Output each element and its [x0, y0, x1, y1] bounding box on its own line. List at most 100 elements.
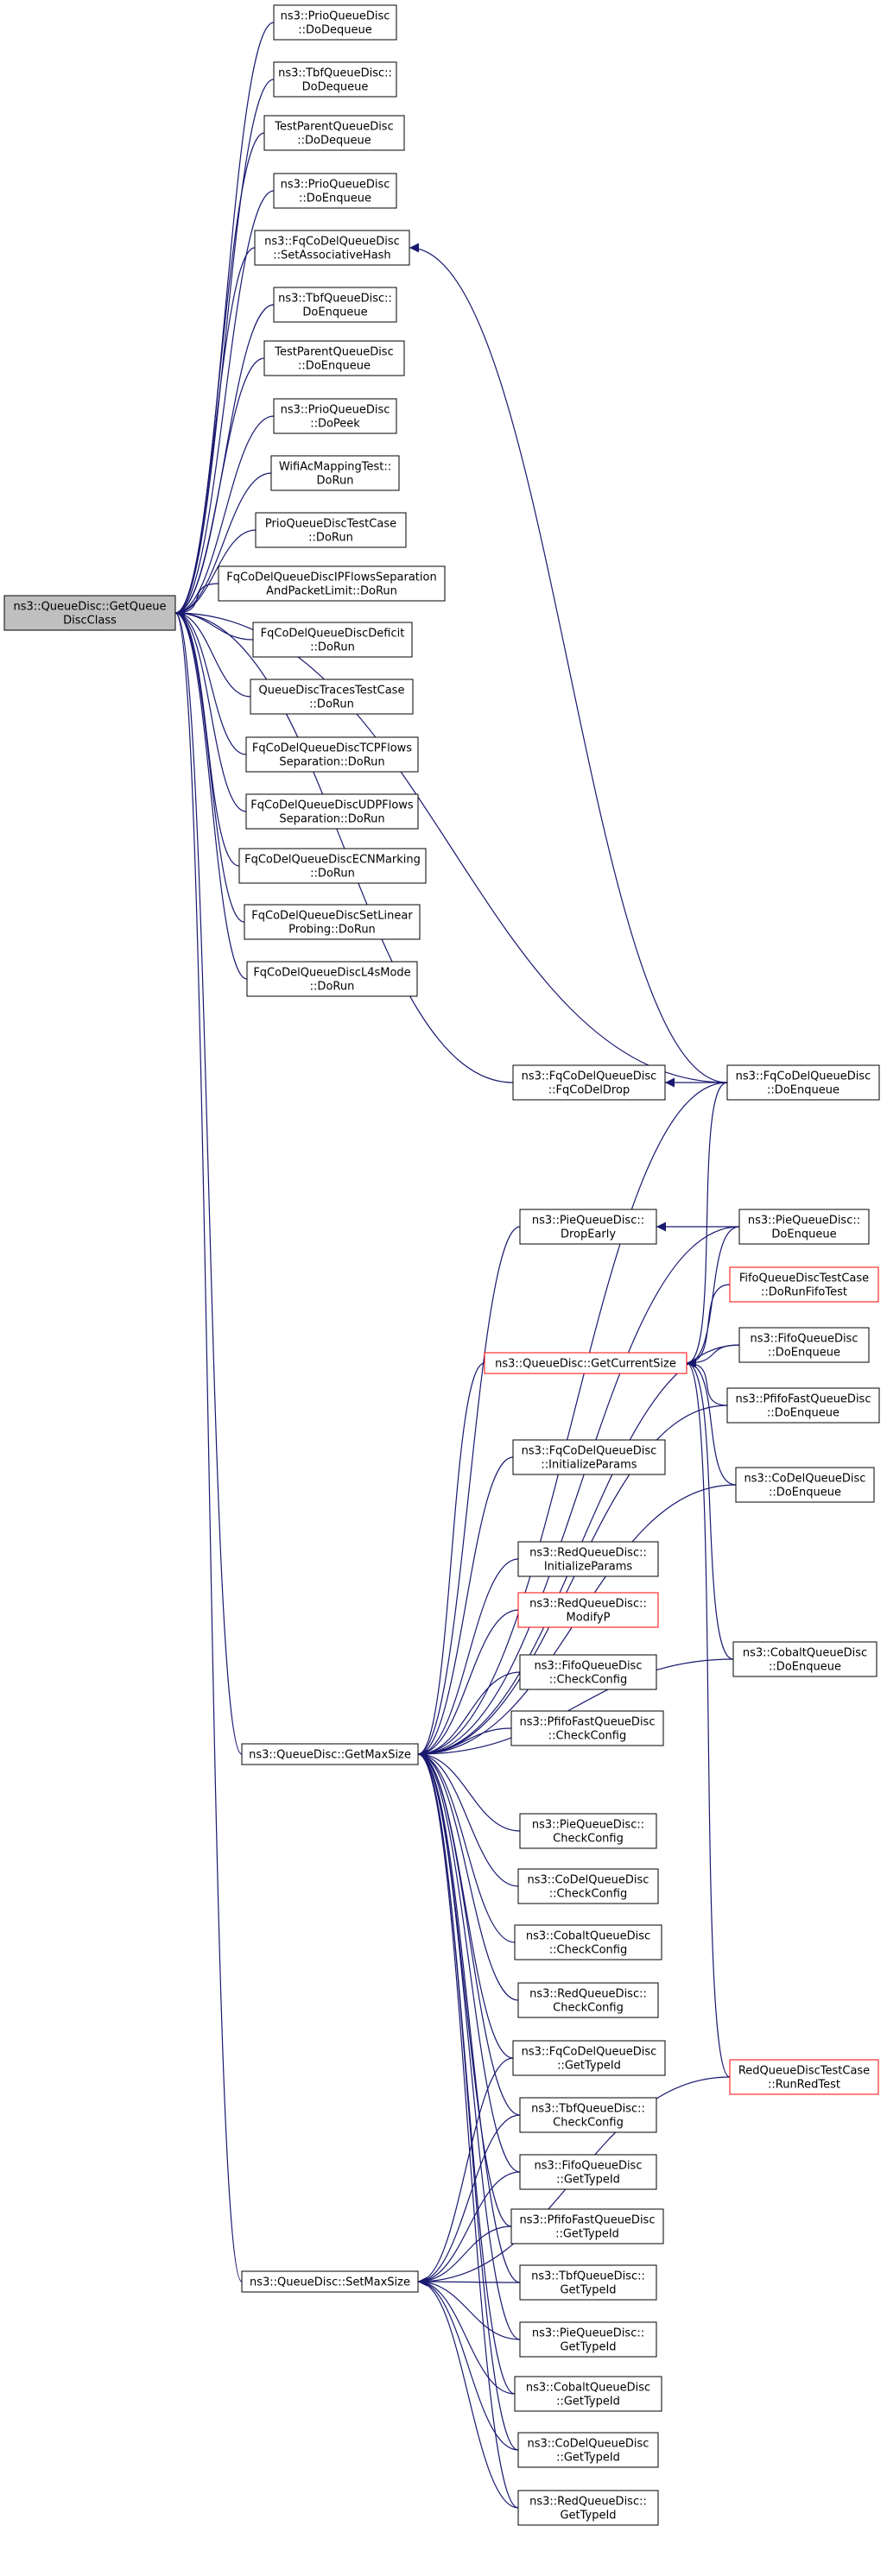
- node-codel_enq[interactable]: ns3::CoDelQueueDisc::DoEnqueue: [735, 1467, 875, 1503]
- node-fifo_cc[interactable]: ns3::FifoQueueDisc::CheckConfig: [519, 1654, 657, 1690]
- node-label-line: CheckConfig: [553, 1833, 624, 1846]
- node-cobalt_cc[interactable]: ns3::CobaltQueueDisc::CheckConfig: [514, 1924, 662, 1960]
- node-label-line: AndPacketLimit::DoRun: [266, 585, 397, 598]
- node-fq_l4s[interactable]: FqCoDelQueueDiscL4sMode::DoRun: [246, 961, 418, 997]
- node-fq_deficit[interactable]: FqCoDelQueueDiscDeficit::DoRun: [252, 622, 413, 658]
- edge-path: [686, 1082, 728, 1368]
- node-box: [254, 230, 410, 266]
- node-box: [250, 679, 414, 715]
- node-codel_cc[interactable]: ns3::CoDelQueueDisc::CheckConfig: [517, 1868, 659, 1904]
- node-label-line: ns3::TbfQueueDisc::: [531, 2103, 645, 2116]
- node-prio_deq[interactable]: ns3::PrioQueueDisc::DoDequeue: [273, 4, 397, 41]
- node-box: [238, 848, 427, 884]
- node-label-line: ns3::QueueDisc::GetMaxSize: [249, 1749, 411, 1762]
- node-box: [519, 2097, 657, 2133]
- node-label-line: ::DoRun: [308, 532, 353, 545]
- node-fq_tcp[interactable]: FqCoDelQueueDiscTCPFlowsSeparation::DoRu…: [245, 736, 419, 773]
- node-red_tc[interactable]: RedQueueDiscTestCase::RunRedTest: [729, 2059, 879, 2095]
- node-tpq_enq[interactable]: TestParentQueueDisc::DoEnqueue: [263, 340, 405, 376]
- node-pie_drop[interactable]: ns3::PieQueueDisc::DropEarly: [519, 1209, 657, 1245]
- node-pie_cc[interactable]: ns3::PieQueueDisc::CheckConfig: [519, 1813, 657, 1849]
- node-pie_enq[interactable]: ns3::PieQueueDisc::DoEnqueue: [738, 1209, 870, 1245]
- call-edge-pie_enq-to-getmaxsize: [417, 1226, 740, 1759]
- node-box: [517, 1982, 659, 2018]
- node-cobalt_enq[interactable]: ns3::CobaltQueueDisc::DoEnqueue: [732, 1641, 877, 1677]
- node-fq_init[interactable]: ns3::FqCoDelQueueDisc::InitializeParams: [512, 1439, 666, 1475]
- call-edge-red_modp-to-getmaxsize: [417, 1609, 519, 1759]
- node-cobalt_gti[interactable]: ns3::CobaltQueueDisc::GetTypeId: [514, 2376, 662, 2412]
- node-red_modp[interactable]: ns3::RedQueueDisc::ModifyP: [517, 1592, 659, 1628]
- call-edge-getmaxsize-to-root: [174, 608, 243, 1755]
- node-prio_tc[interactable]: PrioQueueDiscTestCase::DoRun: [255, 512, 407, 548]
- node-prio_peek[interactable]: ns3::PrioQueueDisc::DoPeek: [273, 398, 397, 434]
- node-setmaxsize[interactable]: ns3::QueueDisc::SetMaxSize: [241, 2270, 419, 2293]
- call-edge-fq_ecn-to-root: [174, 608, 240, 867]
- node-tpq_deq[interactable]: TestParentQueueDisc::DoDequeue: [263, 115, 405, 151]
- node-pfifo_gti[interactable]: ns3::PfifoFastQueueDisc::GetTypeId: [510, 2208, 664, 2245]
- node-prio_enq[interactable]: ns3::PrioQueueDisc::DoEnqueue: [273, 173, 397, 209]
- node-tbf_deq[interactable]: ns3::TbfQueueDisc::DoDequeue: [273, 61, 397, 98]
- node-label-line: ModifyP: [567, 1612, 611, 1625]
- node-pfifo_cc[interactable]: ns3::PfifoFastQueueDisc::CheckConfig: [510, 1710, 664, 1746]
- call-edge-fq_l4s-to-root: [174, 608, 248, 980]
- node-fifo_enq[interactable]: ns3::FifoQueueDisc::DoEnqueue: [738, 1327, 870, 1363]
- node-box: [517, 2490, 659, 2526]
- node-fq_drop[interactable]: ns3::FqCoDelQueueDisc::FqCoDelDrop: [512, 1064, 666, 1101]
- node-pie_gti[interactable]: ns3::PieQueueDisc::GetTypeId: [519, 2321, 657, 2358]
- node-label-line: FqCoDelQueueDiscDeficit: [261, 628, 405, 641]
- node-fq_ipflows[interactable]: FqCoDelQueueDiscIPFlowsSeparationAndPack…: [218, 565, 446, 602]
- node-label-line: ns3::FifoQueueDisc: [535, 1660, 643, 1673]
- call-edge-tbf_gti-to-getmaxsize: [417, 1749, 521, 2283]
- call-edge-red_gti-to-setmaxsize: [417, 2276, 519, 2509]
- node-codel_gti[interactable]: ns3::CoDelQueueDisc::GetTypeId: [517, 2432, 659, 2468]
- call-edge-qd_traces-to-root: [174, 608, 251, 698]
- node-label-line: ns3::FqCoDelQueueDisc: [522, 1445, 657, 1458]
- call-edge-pfifo_enq-to-getcursize: [686, 1358, 728, 1406]
- call-edge-fifo_gti-to-getmaxsize: [417, 1749, 521, 2173]
- node-red_cc[interactable]: ns3::RedQueueDisc::CheckConfig: [517, 1982, 659, 2018]
- node-fq_ecn[interactable]: FqCoDelQueueDiscECNMarking::DoRun: [238, 848, 427, 884]
- node-red_init[interactable]: ns3::RedQueueDisc::InitializeParams: [517, 1541, 659, 1577]
- edge-path: [174, 415, 275, 618]
- node-box: [241, 2270, 419, 2293]
- call-edge-setmaxsize-to-root: [174, 609, 243, 2282]
- node-label-line: WifiAcMappingTest::: [279, 461, 391, 474]
- node-box: [484, 1352, 687, 1374]
- node-fq_gti[interactable]: ns3::FqCoDelQueueDisc::GetTypeId: [512, 2040, 666, 2076]
- call-edge-red_init-to-getmaxsize: [417, 1558, 519, 1759]
- node-wifi[interactable]: WifiAcMappingTest::DoRun: [270, 455, 400, 491]
- node-label-line: TestParentQueueDisc: [274, 346, 393, 359]
- edge-path: [417, 1749, 519, 2451]
- node-fq_sah[interactable]: ns3::FqCoDelQueueDisc::SetAssociativeHas…: [254, 230, 410, 266]
- node-label-line: ns3::PfifoFastQueueDisc: [736, 1393, 871, 1406]
- edge-path: [417, 1226, 521, 1759]
- call-edge-pfifo_cc-to-getmaxsize: [417, 1727, 512, 1759]
- node-getcursize[interactable]: ns3::QueueDisc::GetCurrentSize: [484, 1352, 687, 1374]
- edge-path: [174, 608, 251, 698]
- node-fifo_tc[interactable]: FifoQueueDiscTestCase::DoRunFifoTest: [729, 1266, 879, 1303]
- node-tbf_cc[interactable]: ns3::TbfQueueDisc::CheckConfig: [519, 2097, 657, 2133]
- node-box: [245, 793, 419, 830]
- node-label-line: ns3::QueueDisc::GetCurrentSize: [495, 1358, 676, 1371]
- node-fifo_gti[interactable]: ns3::FifoQueueDisc::GetTypeId: [519, 2154, 657, 2190]
- node-label-line: ns3::QueueDisc::SetMaxSize: [250, 2276, 410, 2289]
- node-fq_enq[interactable]: ns3::FqCoDelQueueDisc::DoEnqueue: [726, 1064, 880, 1101]
- node-label-line: ns3::CobaltQueueDisc: [526, 1930, 650, 1943]
- node-tbf_gti[interactable]: ns3::TbfQueueDisc::GetTypeId: [519, 2264, 657, 2301]
- node-fq_udp[interactable]: FqCoDelQueueDiscUDPFlowsSeparation::DoRu…: [245, 793, 419, 830]
- node-label-line: ::GetTypeId: [557, 2060, 621, 2073]
- node-red_gti[interactable]: ns3::RedQueueDisc::GetTypeId: [517, 2490, 659, 2526]
- node-label-line: QueueDiscTracesTestCase: [259, 685, 405, 698]
- node-label-line: ::DoEnqueue: [769, 1661, 841, 1674]
- node-pfifo_enq[interactable]: ns3::PfifoFastQueueDisc::DoEnqueue: [726, 1387, 880, 1424]
- node-qd_traces[interactable]: QueueDiscTracesTestCase::DoRun: [250, 679, 414, 715]
- call-edge-getcursize-to-getmaxsize: [417, 1362, 485, 1759]
- node-tbf_enq[interactable]: ns3::TbfQueueDisc::DoEnqueue: [273, 287, 397, 323]
- node-label-line: ns3::TbfQueueDisc::: [278, 67, 392, 80]
- node-getmaxsize[interactable]: ns3::QueueDisc::GetMaxSize: [241, 1743, 419, 1765]
- call-edge-pie_gti-to-getmaxsize: [417, 1749, 521, 2340]
- edge-path: [417, 1558, 519, 1759]
- edge-path: [417, 1362, 485, 1759]
